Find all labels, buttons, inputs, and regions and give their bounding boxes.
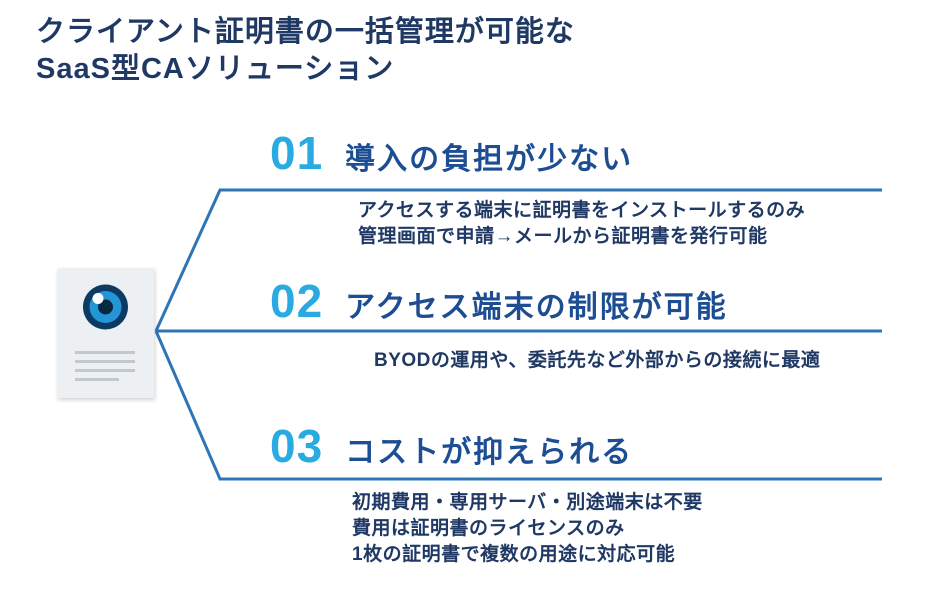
section-01-detail-line: 管理画面で申請→メールから証明書を発行可能 bbox=[358, 226, 768, 247]
section-03-details: 初期費用・専用サーバ・別途端末は不要 費用は証明書のライセンスのみ 1枚の証明書… bbox=[352, 490, 703, 568]
section-03-number: 03 bbox=[270, 420, 324, 472]
section-01: 01 導入の負担が少ない bbox=[270, 126, 633, 180]
section-01-detail-line: アクセスする端末に証明書をインストールするのみ bbox=[358, 200, 806, 221]
section-02-details: BYODの運用や、委託先など外部からの接続に最適 bbox=[374, 348, 820, 374]
section-01-details: アクセスする端末に証明書をインストールするのみ 管理画面で申請→メールから証明書… bbox=[358, 198, 805, 250]
document-text-lines bbox=[75, 351, 135, 381]
page-title-line-1: クライアント証明書の一括管理が可能な bbox=[36, 16, 575, 48]
page-title-line-2: SaaS型CAソリューション bbox=[36, 53, 395, 85]
section-01-heading: 導入の負担が少ない bbox=[345, 143, 634, 176]
document-eye-icon bbox=[57, 268, 154, 398]
section-03-detail-line: 費用は証明書のライセンスのみ bbox=[352, 518, 625, 539]
section-03: 03 コストが抑えられる bbox=[270, 419, 633, 473]
section-02-number: 02 bbox=[270, 275, 324, 327]
section-02-detail-line: BYODの運用や、委託先など外部からの接続に最適 bbox=[374, 350, 821, 371]
eye-icon bbox=[75, 284, 135, 381]
page-title: クライアント証明書の一括管理が可能な SaaS型CAソリューション bbox=[36, 14, 575, 88]
section-03-detail-line: 初期費用・専用サーバ・別途端末は不要 bbox=[352, 492, 703, 513]
section-02: 02 アクセス端末の制限が可能 bbox=[270, 274, 728, 328]
section-01-number: 01 bbox=[270, 127, 324, 179]
section-03-heading: コストが抑えられる bbox=[345, 436, 634, 469]
section-03-detail-line: 1枚の証明書で複数の用途に対応可能 bbox=[352, 544, 676, 565]
section-02-heading: アクセス端末の制限が可能 bbox=[345, 291, 728, 324]
